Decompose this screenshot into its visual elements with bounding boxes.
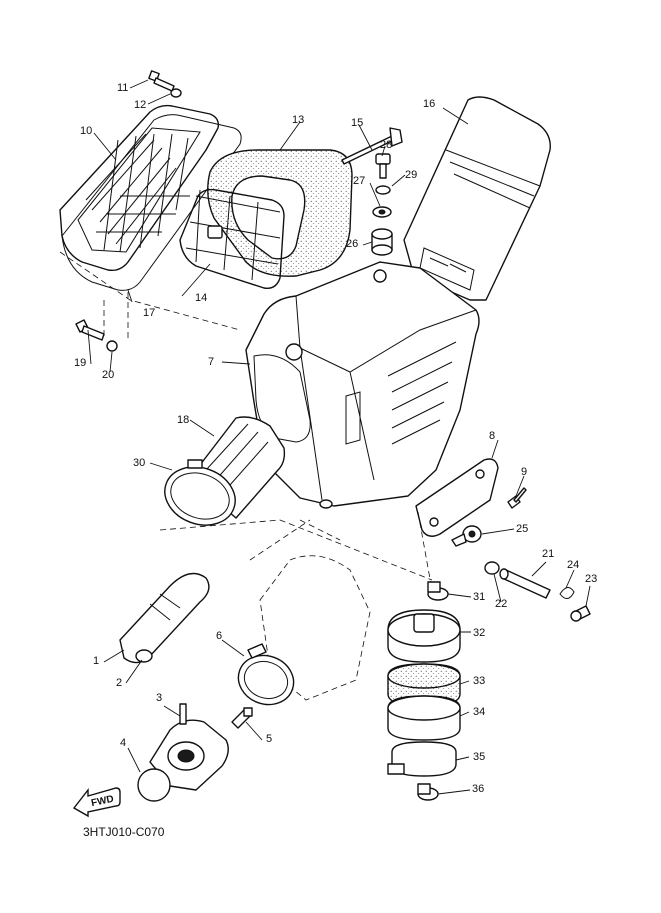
callout-18: 18 — [177, 414, 190, 426]
air-cleaner-case — [245, 261, 480, 509]
callout-36: 36 — [472, 783, 485, 795]
callout-21: 21 — [542, 548, 555, 560]
callout-16: 16 — [423, 98, 436, 110]
long-bolt — [341, 127, 403, 165]
callout-27: 27 — [353, 175, 366, 187]
assembly-line — [59, 251, 433, 591]
callout-32: 32 — [473, 627, 486, 639]
callout-35: 35 — [473, 751, 486, 763]
side-bolt — [75, 319, 105, 341]
callout-22: 22 — [495, 598, 508, 610]
callout-17: 17 — [143, 307, 156, 319]
air-filter-element — [207, 149, 353, 277]
hose-clamp-small — [484, 561, 500, 575]
collar — [372, 206, 392, 218]
forward-arrow-icon: FWD — [72, 787, 121, 818]
element-guide-frame — [179, 188, 285, 289]
callout-12: 12 — [134, 99, 147, 111]
leader-lines — [87, 79, 591, 795]
side-washer — [106, 340, 118, 352]
callout-3: 3 — [156, 692, 163, 704]
callout-4: 4 — [120, 737, 127, 749]
callout-8: 8 — [489, 430, 496, 442]
callout-11: 11 — [117, 82, 129, 94]
diagram-code: 3HTJ010-C070 — [83, 825, 165, 839]
bracket-bolt — [507, 487, 527, 509]
callout-33: 33 — [473, 675, 486, 687]
grommet — [371, 228, 393, 256]
hose-clamp-upper — [427, 581, 449, 601]
callout-19: 19 — [74, 357, 87, 369]
carburetor-joint — [237, 643, 295, 706]
drain-pipe — [499, 568, 551, 599]
callout-30: 30 — [133, 457, 146, 469]
intake-duct — [403, 96, 551, 301]
callout-29: 29 — [405, 169, 418, 181]
bracket-grommet — [451, 525, 482, 547]
callout-14: 14 — [195, 292, 208, 304]
callout-15: 15 — [351, 117, 364, 129]
sub-filter-cap — [387, 609, 461, 663]
hose-clamp-lower — [417, 783, 439, 801]
callout-2: 2 — [116, 677, 123, 689]
callout-5: 5 — [266, 733, 273, 745]
callout-7: 7 — [208, 356, 215, 368]
callout-28: 28 — [380, 139, 393, 151]
spacer-washer — [375, 185, 391, 195]
drain-screw — [570, 605, 591, 622]
callout-13: 13 — [292, 114, 305, 126]
sub-filter-case — [387, 695, 461, 741]
callout-24: 24 — [567, 559, 580, 571]
callout-9: 9 — [521, 466, 528, 478]
callout-25: 25 — [516, 523, 529, 535]
sub-filter-band — [387, 741, 457, 777]
wire-clip — [559, 587, 575, 599]
callout-10: 10 — [80, 125, 93, 137]
intake-manifold — [149, 703, 229, 791]
sub-filter-element — [387, 663, 461, 707]
cover-washer — [170, 88, 182, 98]
fwd-label: FWD — [90, 794, 115, 809]
callout-26: 26 — [346, 238, 359, 250]
mounting-bracket — [415, 458, 499, 537]
o-ring — [137, 768, 171, 802]
collar-bolt — [375, 153, 391, 179]
callout-6: 6 — [216, 630, 223, 642]
callout-1: 1 — [93, 655, 100, 667]
breather-hose — [119, 572, 210, 664]
callout-31: 31 — [473, 591, 486, 603]
callout-34: 34 — [473, 706, 486, 718]
air-cleaner-cover — [59, 104, 220, 272]
carburetor-outline — [259, 555, 371, 701]
callout-20: 20 — [102, 369, 115, 381]
cover-seal — [61, 114, 242, 291]
intake-band — [164, 459, 236, 526]
cover-screw — [148, 70, 175, 92]
manifold-bolt — [231, 707, 253, 729]
callout-23: 23 — [585, 573, 598, 585]
